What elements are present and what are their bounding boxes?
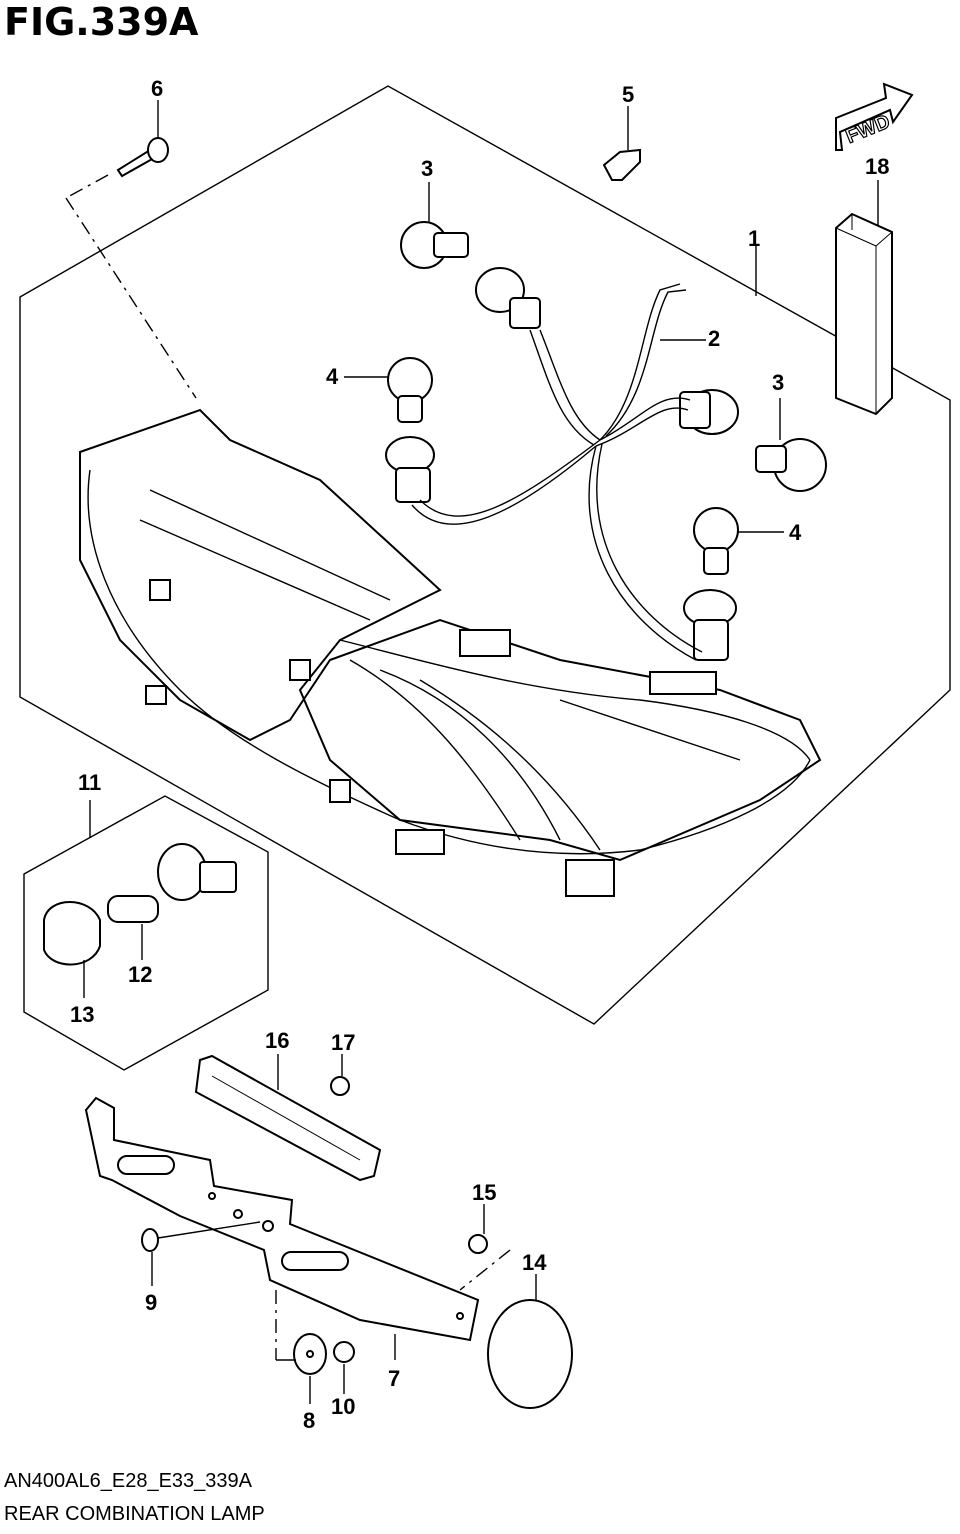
socket-icon — [679, 389, 739, 435]
small-socket-icon — [157, 843, 237, 901]
fwd-arrow-icon: FWD — [835, 82, 914, 151]
callout-10: 10 — [331, 1394, 355, 1419]
bulb-icon — [344, 357, 433, 423]
figure-title: FIG.339A — [4, 0, 199, 44]
screw-leader — [65, 174, 109, 199]
callout-11: 11 — [78, 770, 101, 795]
callout-12: 12 — [128, 962, 152, 987]
screw-icon — [116, 100, 169, 178]
clip-icon — [602, 106, 641, 181]
callout-4: 4 — [326, 364, 339, 389]
bracket — [84, 1096, 480, 1360]
bulb-icon — [400, 182, 469, 269]
callout-4: 4 — [789, 520, 802, 545]
bulb-icon — [755, 398, 827, 492]
nut-icon — [468, 1204, 488, 1254]
wiring-harness — [411, 283, 706, 661]
small-bulb-icon — [107, 895, 159, 960]
reflector-strip — [194, 1054, 382, 1182]
callout-8: 8 — [303, 1408, 315, 1433]
subassembly-outline — [23, 795, 269, 1071]
callout-2: 2 — [708, 326, 720, 351]
callout-7: 7 — [388, 1366, 400, 1391]
lamp-housing — [79, 246, 822, 897]
callout-1: 1 — [748, 226, 760, 251]
nut-icon — [333, 1341, 355, 1394]
callout-13: 13 — [70, 1002, 94, 1027]
callout-17: 17 — [331, 1030, 355, 1055]
round-reflector — [487, 1274, 573, 1409]
diagram-name: REAR COMBINATION LAMP — [4, 1503, 265, 1525]
bulb-icon — [693, 507, 784, 575]
callout-9: 9 — [145, 1290, 157, 1315]
screw-icon — [141, 1221, 261, 1286]
socket-icon — [385, 436, 435, 503]
callout-16: 16 — [265, 1028, 289, 1053]
callout-3: 3 — [421, 156, 433, 181]
washer-icon — [293, 1333, 327, 1404]
callout-3: 3 — [772, 370, 784, 395]
socket-icon — [683, 589, 737, 661]
callout-14: 14 — [522, 1250, 547, 1275]
callout-15: 15 — [472, 1180, 496, 1205]
callout-6: 6 — [151, 76, 163, 101]
socket-icon — [475, 267, 541, 329]
assembly-outline — [19, 85, 951, 1025]
cushion-pad — [835, 212, 893, 416]
lens-cap-icon — [43, 901, 101, 998]
nut-icon — [330, 1054, 350, 1096]
callout-5: 5 — [622, 82, 634, 107]
diagram-code: AN400AL6_E28_E33_339A — [4, 1470, 252, 1492]
callout-18: 18 — [865, 154, 889, 179]
